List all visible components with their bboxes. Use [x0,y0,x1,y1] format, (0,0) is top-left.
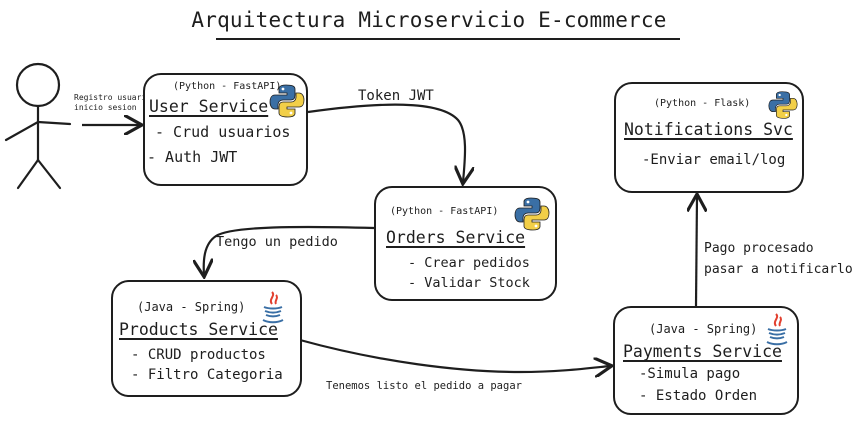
service-feature: - Filtro Categoria [131,367,283,383]
user-service-node[interactable]: (Python - FastAPI) User Service - Crud u… [143,73,308,186]
edge-label-pago-line-1: Pago procesado [704,241,814,256]
service-name: Notifications Svc [624,120,793,139]
arrow-payments-to-notifications [696,196,697,307]
java-icon [766,313,788,346]
edge-label-pago-line-2: pasar a notificarlo [704,262,853,277]
title-underline [216,38,680,40]
diagram-title: Arquitectura Microservicio E-commerce [191,8,667,32]
python-icon [768,91,798,119]
service-feature: -Enviar email/log [642,152,786,168]
service-stack: (Python - FastAPI) [390,206,499,217]
service-feature: - Crud usuarios [155,123,291,141]
service-feature: - Auth JWT [147,148,238,166]
service-stack: (Java - Spring) [649,322,758,336]
service-feature: - CRUD productos [131,347,266,363]
service-name: User Service [149,97,269,116]
edge-label-tengo-pedido: Tengo un pedido [216,234,338,250]
user-actor-figure [4,62,72,190]
payments-service-node[interactable]: (Java - Spring) Payments Service -Simula… [613,306,799,415]
service-feature: -Simula pago [639,366,741,382]
products-service-node[interactable]: (Java - Spring) Products Service - CRUD … [111,280,302,397]
actor-label-line-2: inicio sesion [74,103,137,112]
arrow-products-to-payments [299,338,610,372]
service-feature: - Crear pedidos [408,255,530,271]
actor-action-label: Registro usuario/ inicio sesion [74,93,156,113]
edge-label-token-jwt: Token JWT [358,88,434,104]
notifications-service-node[interactable]: (Python - Flask) Notifications Svc -Envi… [614,82,804,193]
arrow-orders-to-products [204,225,375,275]
python-icon [514,197,550,231]
service-stack: (Python - FastAPI) [173,81,282,92]
service-stack: (Java - Spring) [137,300,246,314]
service-name: Orders Service [386,228,526,247]
edge-label-listo-pagar: Tenemos listo el pedido a pagar [326,380,522,392]
service-feature: - Estado Orden [639,388,758,404]
edge-label-pago-procesado: Pago procesado pasar a notificarlo [704,238,853,280]
arrow-user-to-orders [307,103,465,182]
orders-service-node[interactable]: (Python - FastAPI) Orders Service - Crea… [374,186,557,301]
service-feature: - Validar Stock [408,275,530,291]
service-name: Payments Service [623,342,782,361]
service-stack: (Python - Flask) [654,98,751,109]
actor-label-line-1: Registro usuario/ [74,93,156,102]
python-icon [269,84,305,118]
java-icon [262,291,284,324]
service-name: Products Service [119,320,278,339]
